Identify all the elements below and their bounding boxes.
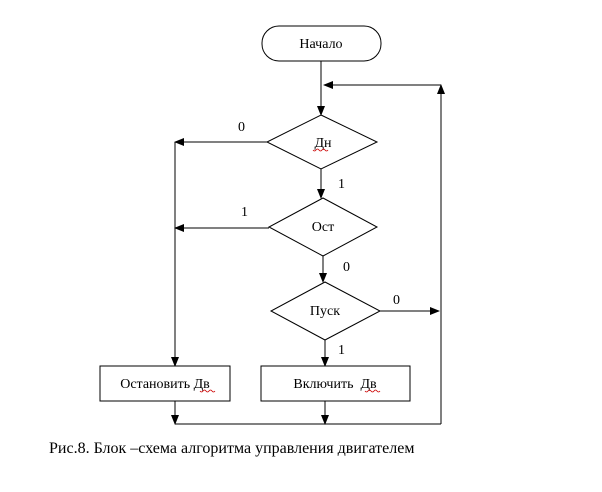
figure-caption: Рис.8. Блок –схема алгоритма управления … xyxy=(49,440,415,457)
spellcheck-underline xyxy=(364,389,381,393)
start-label: Начало xyxy=(299,37,342,52)
decision-pusk-label: Пуск xyxy=(310,304,340,319)
process-start-motor-label: Включить Дв xyxy=(293,377,377,392)
process-start-motor xyxy=(260,365,411,402)
edge-label-ost-yes: 1 xyxy=(241,205,248,220)
edge-label-ost-no: 0 xyxy=(343,260,350,275)
decision-dn-label: Дн xyxy=(314,136,332,151)
edge-label-dn-yes: 1 xyxy=(338,177,345,192)
process-stop-motor xyxy=(99,365,231,402)
decision-ost-label: Ост xyxy=(312,220,334,235)
process-stop-motor-label: Остановить Дв xyxy=(120,377,210,392)
edge-label-pusk-no: 0 xyxy=(393,293,400,308)
spellcheck-underline xyxy=(199,389,216,393)
edge-label-dn-no: 0 xyxy=(238,120,245,135)
edge-label-pusk-yes: 1 xyxy=(338,343,345,358)
spellcheck-underline xyxy=(312,148,329,152)
